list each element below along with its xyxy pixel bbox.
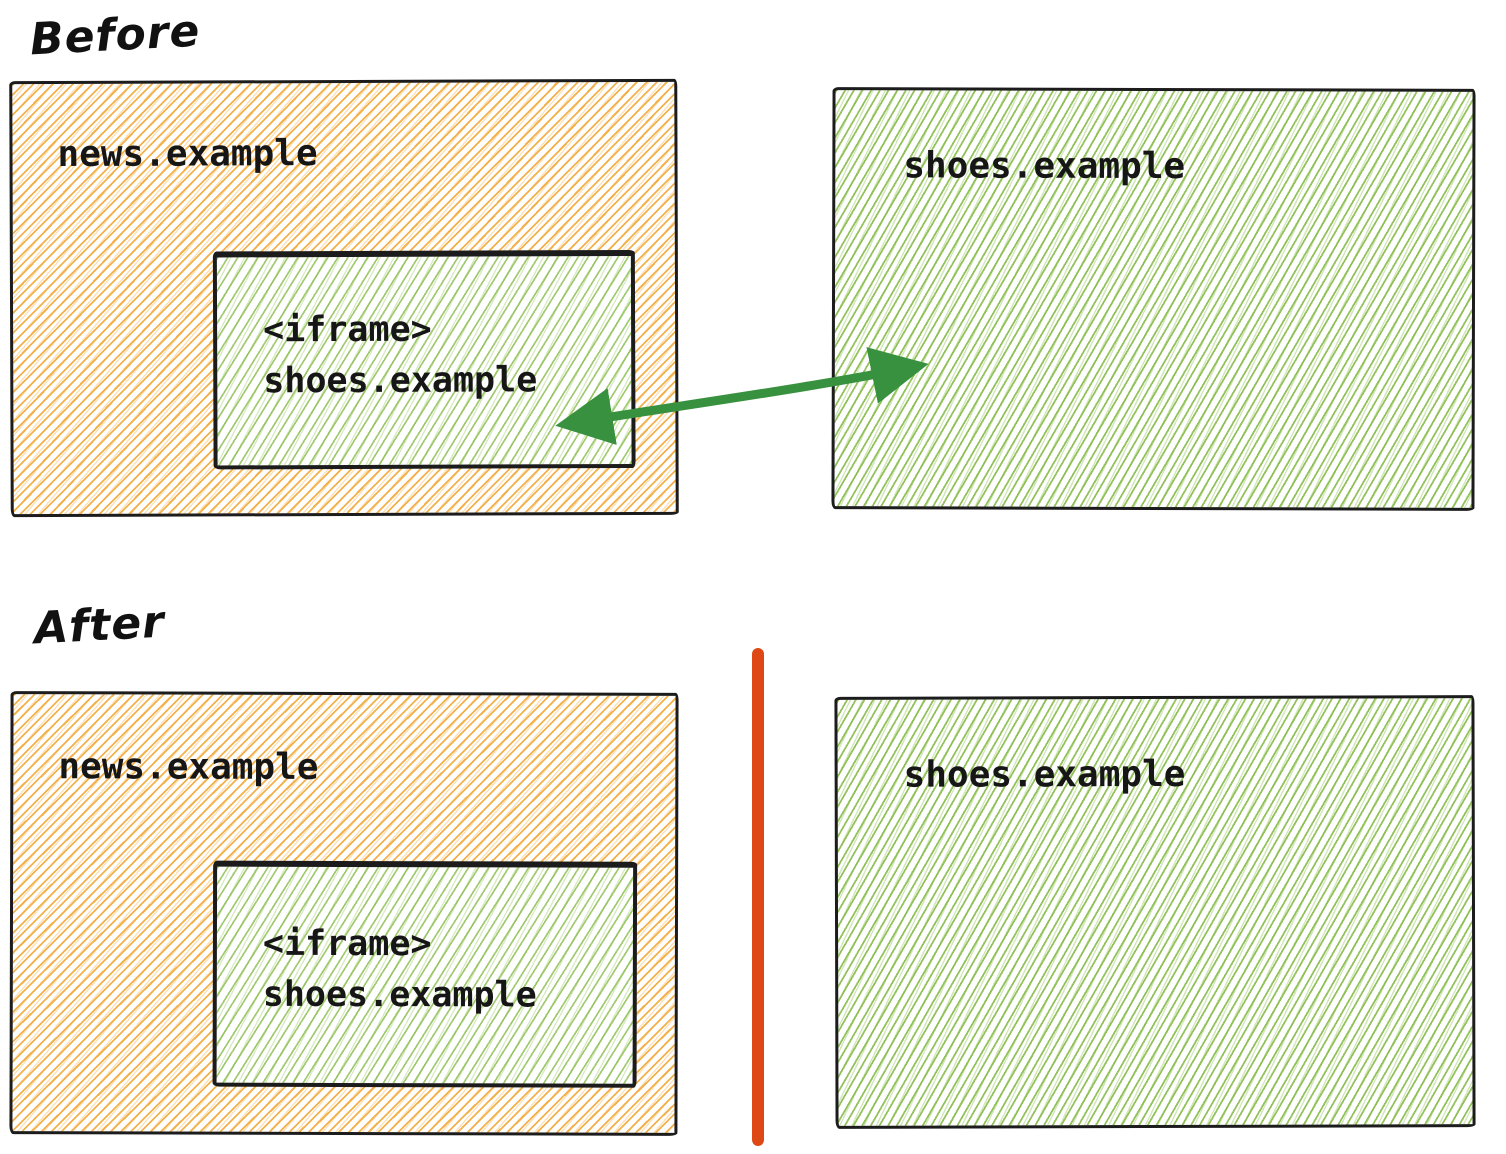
- after-shoes-example-box: shoes.example: [834, 695, 1476, 1129]
- after-shoes-example-label: shoes.example: [903, 753, 1186, 796]
- before-news-example-box: news.example <iframe> shoes.example: [9, 78, 679, 518]
- after-iframe-line1: <iframe>: [262, 923, 432, 965]
- partition-divider: [752, 648, 764, 1146]
- before-iframe-box: <iframe> shoes.example: [212, 249, 636, 470]
- before-iframe-line1: <iframe>: [263, 309, 432, 351]
- after-iframe-line2: shoes.example: [262, 974, 537, 1016]
- before-iframe-line2: shoes.example: [263, 360, 538, 402]
- before-news-example-label: news.example: [57, 133, 318, 175]
- after-news-example-box: news.example <iframe> shoes.example: [9, 691, 679, 1136]
- after-section-title: After: [32, 596, 167, 655]
- before-shoes-example-label: shoes.example: [903, 145, 1186, 188]
- before-shoes-example-box: shoes.example: [831, 87, 1476, 511]
- after-iframe-box: <iframe> shoes.example: [212, 860, 638, 1088]
- after-news-example-label: news.example: [58, 746, 319, 788]
- before-section-title: Before: [28, 5, 202, 66]
